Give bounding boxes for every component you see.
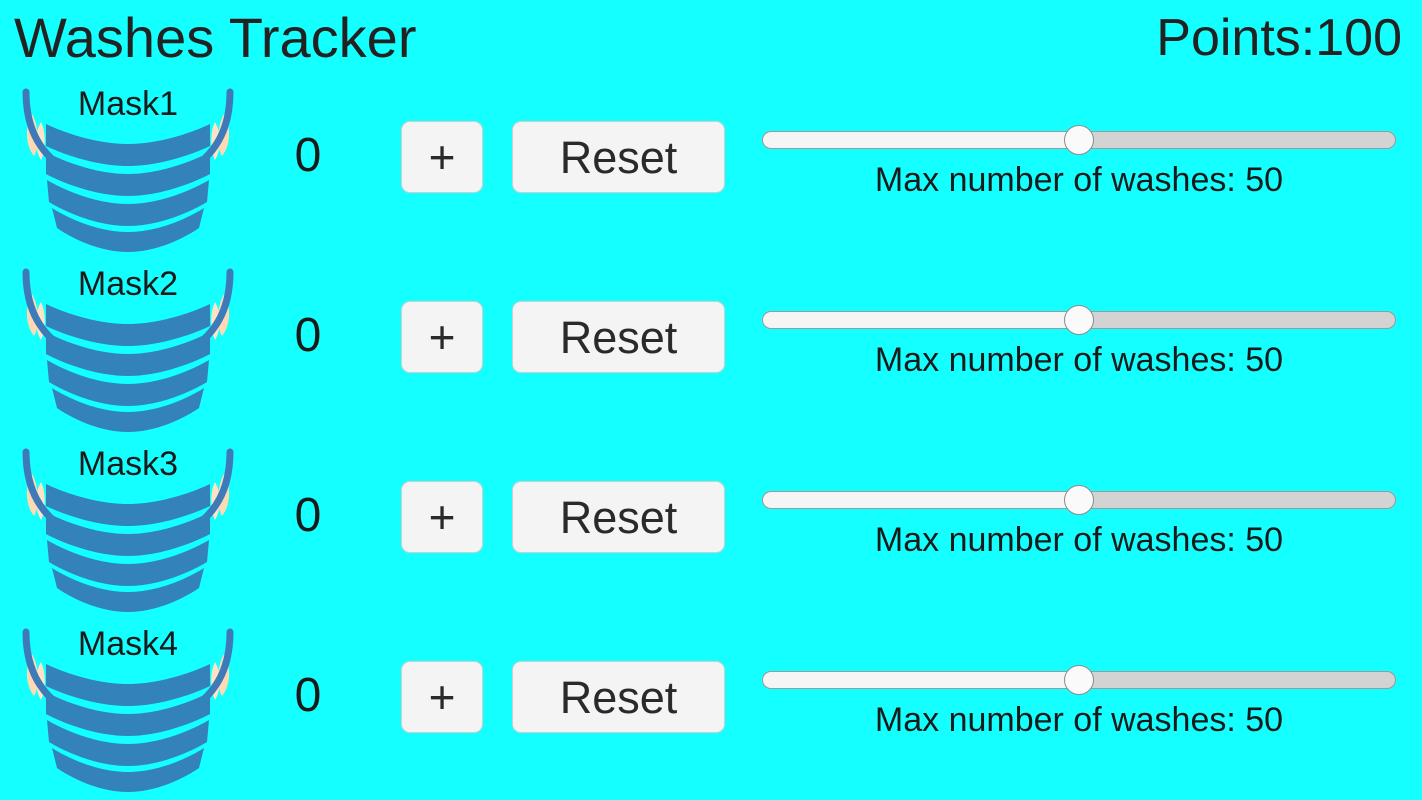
reset-button[interactable]: Reset (512, 661, 725, 733)
mask-icon (8, 620, 248, 796)
max-washes-caption: Max number of washes: 50 (874, 161, 1284, 199)
mask-icon (8, 80, 248, 256)
slider-fill (763, 132, 1079, 148)
mask-icon (8, 260, 248, 436)
max-washes-caption: Max number of washes: 50 (874, 701, 1284, 739)
mask-row-3: Mask3 0 + Reset Max number of washes: 50 (0, 438, 1422, 618)
slider-thumb[interactable] (1064, 485, 1094, 515)
mask-row-4: Mask4 0 + Reset Max number of washes: 50 (0, 618, 1422, 798)
mask-icon (8, 440, 248, 616)
max-washes-caption: Max number of washes: 50 (874, 341, 1284, 379)
reset-button[interactable]: Reset (512, 481, 725, 553)
max-washes-slider[interactable] (762, 662, 1396, 695)
mask-row-1: Mask1 0 + Reset Max number of washes: 50 (0, 78, 1422, 258)
max-washes-slider[interactable] (762, 302, 1396, 335)
wash-count-value: 0 (294, 309, 322, 362)
slider-fill (763, 492, 1079, 508)
reset-button[interactable]: Reset (512, 121, 725, 193)
wash-count-value: 0 (294, 129, 322, 182)
increment-button[interactable]: + (401, 121, 483, 193)
wash-count-value: 0 (294, 489, 322, 542)
points-display: Points:100 (1156, 9, 1402, 67)
slider-fill (763, 312, 1079, 328)
slider-fill (763, 672, 1079, 688)
max-washes-caption: Max number of washes: 50 (874, 521, 1284, 559)
increment-button[interactable]: + (401, 661, 483, 733)
slider-thumb[interactable] (1064, 125, 1094, 155)
reset-button[interactable]: Reset (512, 301, 725, 373)
increment-button[interactable]: + (401, 301, 483, 373)
slider-thumb[interactable] (1064, 665, 1094, 695)
mask-rows-container: Mask1 0 + Reset Max number of washes: 50 (0, 78, 1422, 798)
wash-count-value: 0 (294, 669, 322, 722)
page-title: Washes Tracker (14, 6, 417, 69)
increment-button[interactable]: + (401, 481, 483, 553)
slider-thumb[interactable] (1064, 305, 1094, 335)
app-header: Washes Tracker Points:100 (0, 0, 1422, 78)
mask-row-2: Mask2 0 + Reset Max number of washes: 50 (0, 258, 1422, 438)
max-washes-slider[interactable] (762, 482, 1396, 515)
max-washes-slider[interactable] (762, 122, 1396, 155)
